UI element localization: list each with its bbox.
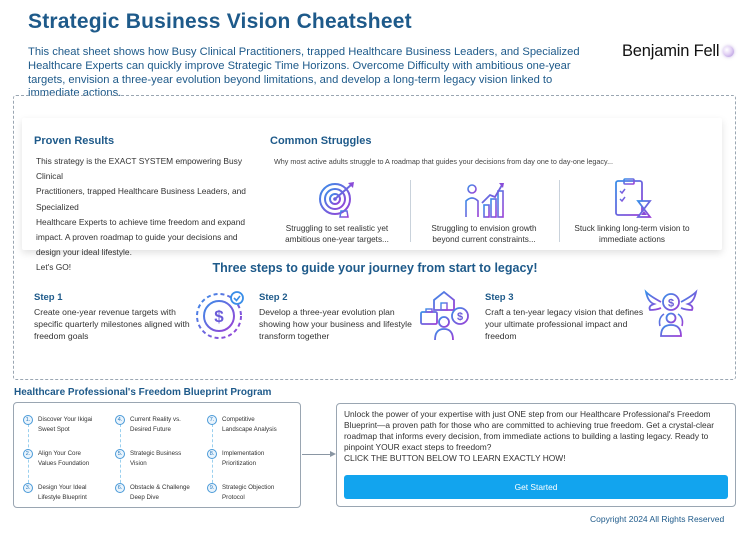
blueprint-title: Healthcare Professional's Freedom Bluepr… <box>14 387 272 398</box>
blueprint-item-label: Current Reality vs. <box>130 416 181 423</box>
step-number-badge: 8. <box>207 449 217 459</box>
blueprint-item-label: Values Foundation <box>38 459 90 467</box>
divider <box>410 180 411 242</box>
struggle-caption: immediate actions <box>599 234 665 244</box>
step-2-label: Step 2 <box>259 292 288 303</box>
intro-paragraph: This cheat sheet shows how Busy Clinical… <box>28 46 580 100</box>
struggle-caption: beyond current constraints... <box>432 234 536 244</box>
brand-name: Benjamin Fell <box>622 42 720 60</box>
step-1-label: Step 1 <box>34 292 63 303</box>
step-number-badge: 3. <box>23 483 33 493</box>
brand-logo: Benjamin Fell <box>622 42 735 61</box>
legacy-wings-icon: $ <box>644 288 698 342</box>
struggle-caption: Struggling to set realistic yet <box>285 224 389 233</box>
step-number-badge: 1. <box>23 415 33 425</box>
struggle-item: Struggling to set realistic yet ambitiou… <box>267 177 407 245</box>
page-title: Strategic Business Vision Cheatsheet <box>28 10 412 33</box>
proven-line: design your ideal lifestyle. <box>36 247 132 258</box>
blueprint-item-label: Lifestyle Blueprint <box>38 493 87 501</box>
cta-paragraph: Unlock the power of your expertise with … <box>344 409 715 452</box>
blueprint-item-label: Strategic Objection <box>222 484 275 491</box>
struggle-caption: Struggling to envision growth <box>431 224 537 233</box>
target-icon <box>315 177 359 221</box>
blueprint-item-label: Deep Dive <box>130 493 159 501</box>
blueprint-item-label: Strategic Business <box>130 450 182 457</box>
blueprint-item-label: Prioritization <box>222 459 257 467</box>
blueprint-item-label: Protocol <box>222 493 245 501</box>
blueprint-frame <box>13 402 301 508</box>
struggle-item: Stuck linking long-term vision to immedi… <box>562 177 702 245</box>
get-started-button[interactable]: Get Started <box>344 475 728 499</box>
step-number-badge: 9. <box>207 483 217 493</box>
blueprint-item-label: Obstacle & Challenge <box>130 484 190 491</box>
blueprint-item: 4. Current Reality vs. Desired Future <box>115 415 192 434</box>
common-struggles-subtitle: Why most active adults struggle to A roa… <box>274 157 614 166</box>
step-number-badge: 2. <box>23 449 33 459</box>
step-number-badge: 4. <box>115 415 125 425</box>
step-number-badge: 7. <box>207 415 217 425</box>
proven-line: This strategy is the EXACT SYSTEM empowe… <box>36 156 243 182</box>
blueprint-item-label: Landscape Analysis <box>222 425 277 433</box>
blueprint-item-label: Sweet Spot <box>38 425 70 433</box>
revenue-target-icon: $ <box>193 288 247 342</box>
proven-line: Healthcare Experts to achieve time freed… <box>36 216 246 227</box>
divider <box>559 180 560 242</box>
results-struggles-card <box>22 118 722 250</box>
cta-text: Unlock the power of your expertise with … <box>344 409 728 464</box>
growth-chart-icon <box>462 177 506 221</box>
proven-results-text: This strategy is the EXACT SYSTEM empowe… <box>36 154 271 276</box>
step-3-label: Step 3 <box>485 292 514 303</box>
step-2-text: Develop a three-year evolution plan show… <box>259 307 412 342</box>
struggle-item: Struggling to envision growth beyond cur… <box>414 177 554 245</box>
proven-results-heading: Proven Results <box>34 135 115 147</box>
svg-text:$: $ <box>214 307 224 326</box>
blueprint-item-label: Implementation <box>222 450 265 457</box>
blueprint-item-label: Design Your Ideal <box>38 484 87 491</box>
proven-line: Practitioners, trapped Healthcare Busine… <box>36 186 246 212</box>
brand-orb-icon <box>723 46 735 57</box>
step-3-text: Craft a ten-year legacy vision that defi… <box>485 307 644 342</box>
step-number-badge: 6. <box>115 483 125 493</box>
step-number-badge: 5. <box>115 449 125 459</box>
cta-emphasis: CLICK THE BUTTON BELOW TO LEARN EXACTLY … <box>344 453 566 463</box>
blueprint-item-label: Desired Future <box>130 425 171 433</box>
struggle-caption: Stuck linking long-term vision to <box>574 224 690 233</box>
common-struggles-heading: Common Struggles <box>270 135 372 147</box>
svg-text:$: $ <box>457 311 463 323</box>
main-section-frame <box>13 95 736 380</box>
blueprint-item-label: Vision <box>130 459 147 467</box>
struggle-caption: ambitious one-year targets... <box>285 234 389 244</box>
cta-frame <box>336 403 736 507</box>
svg-text:$: $ <box>668 298 674 310</box>
steps-heading: Three steps to guide your journey from s… <box>212 261 538 275</box>
checklist-hourglass-icon <box>610 177 654 221</box>
blueprint-item-label: Competitive <box>222 416 255 423</box>
business-lifestyle-icon: $ <box>418 288 472 342</box>
proven-line: Let's GO! <box>36 262 72 273</box>
proven-line: impact. A proven roadmap to guide your d… <box>36 232 238 243</box>
arrow-right-icon <box>330 451 336 457</box>
blueprint-item-label: Align Your Core <box>38 450 81 457</box>
blueprint-item-label: Discover Your Ikigai <box>38 416 93 423</box>
arrow-connector <box>302 454 333 455</box>
copyright: Copyright 2024 All Rights Reserved <box>590 514 725 524</box>
step-1-text: Create one-year revenue targets with spe… <box>34 307 190 342</box>
